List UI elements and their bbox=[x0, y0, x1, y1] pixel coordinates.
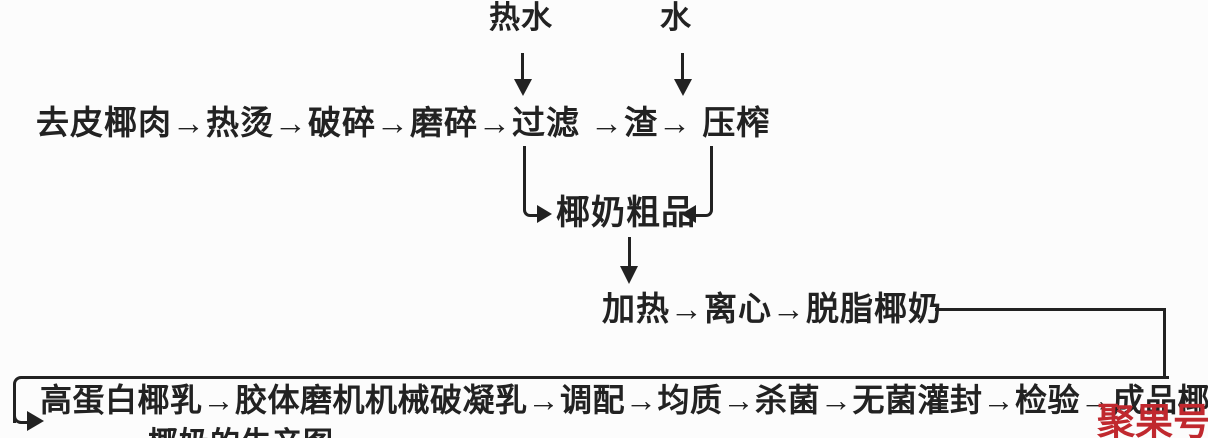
crude-product-label: 椰奶粗品 bbox=[556, 194, 696, 232]
arrow-left-icon bbox=[681, 205, 696, 223]
main-process-line: 去皮椰肉→热烫→破碎→磨碎→过滤 →渣→ 压榨 bbox=[36, 104, 771, 141]
wrap-arrow-icon bbox=[27, 411, 44, 431]
bottom-process-line: 高蛋白椰乳→胶体磨机机械破凝乳→调配→均质→杀菌→无菌灌封→检验→成品椰奶 bbox=[40, 382, 1208, 418]
water-label: 水 bbox=[660, 0, 692, 35]
arrow-right-icon bbox=[537, 205, 552, 223]
hot-water-label: 热水 bbox=[489, 0, 553, 35]
skim-process-line: 加热→离心→脱脂椰奶 bbox=[602, 290, 942, 327]
watermark: 聚果号 bbox=[1097, 402, 1208, 438]
caption-clipped: 椰奶的生产图 bbox=[148, 428, 334, 438]
